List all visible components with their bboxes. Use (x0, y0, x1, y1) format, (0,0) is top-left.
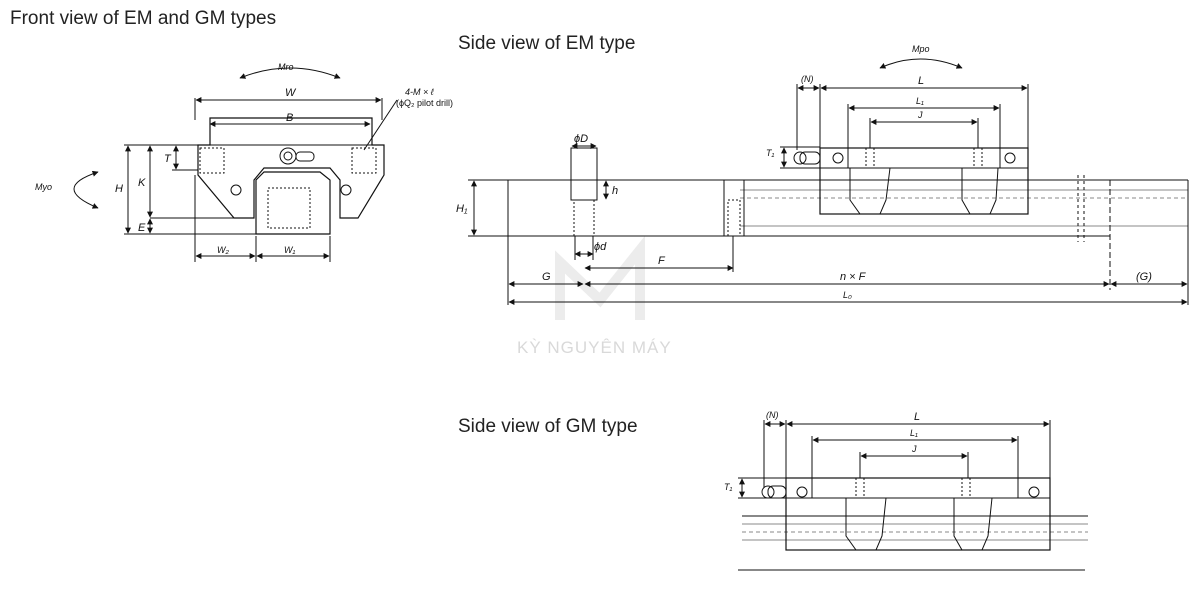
front-view-title: Front view of EM and GM types (10, 8, 277, 29)
label-em-l1: L₁ (916, 96, 924, 106)
label-h1: H₁ (456, 203, 468, 215)
label-t: T (164, 153, 172, 165)
front-view-drawing (73, 67, 398, 262)
label-e: E (138, 222, 146, 234)
label-h: H (115, 183, 123, 195)
label-phi-big-d: ϕD (574, 133, 588, 145)
label-phi-d: ϕd (594, 241, 607, 253)
label-l0: L₀ (843, 290, 852, 300)
label-em-t1: T₁ (766, 148, 774, 158)
label-myo: Myo (35, 182, 52, 192)
label-em-l: L (918, 75, 924, 87)
label-w2: W₂ (217, 245, 229, 255)
label-gm-l1: L₁ (910, 428, 918, 438)
gm-side-view-title: Side view of GM type (458, 416, 638, 437)
label-gm-n: (N) (766, 410, 779, 420)
label-k: K (138, 177, 146, 189)
label-em-n: (N) (801, 74, 814, 84)
label-w1: W₁ (284, 245, 295, 255)
label-tap-size: 4-M × ℓ (405, 87, 434, 97)
em-side-view-title: Side view of EM type (458, 33, 636, 54)
label-w: W (285, 87, 297, 99)
label-g: G (542, 271, 551, 283)
label-g-paren: (G) (1136, 271, 1152, 283)
label-b: B (286, 112, 293, 124)
label-gm-t1: T₁ (724, 482, 732, 492)
gm-side-view-drawing (738, 420, 1088, 571)
em-side-view-drawing (468, 58, 1189, 305)
label-gm-j: J (911, 444, 917, 454)
watermark-text: KỲ NGUYÊN MÁY (517, 338, 672, 357)
label-h: h (612, 185, 618, 197)
watermark-logo (555, 235, 645, 320)
label-f: F (658, 255, 666, 267)
label-gm-l: L (914, 411, 920, 423)
label-mro: Mro (278, 62, 294, 72)
label-mpo: Mpo (912, 44, 930, 54)
label-pilot-drill: (ϕQ₂ pilot drill) (396, 98, 453, 108)
label-nf: n × F (840, 271, 867, 283)
label-em-j: J (917, 110, 923, 120)
